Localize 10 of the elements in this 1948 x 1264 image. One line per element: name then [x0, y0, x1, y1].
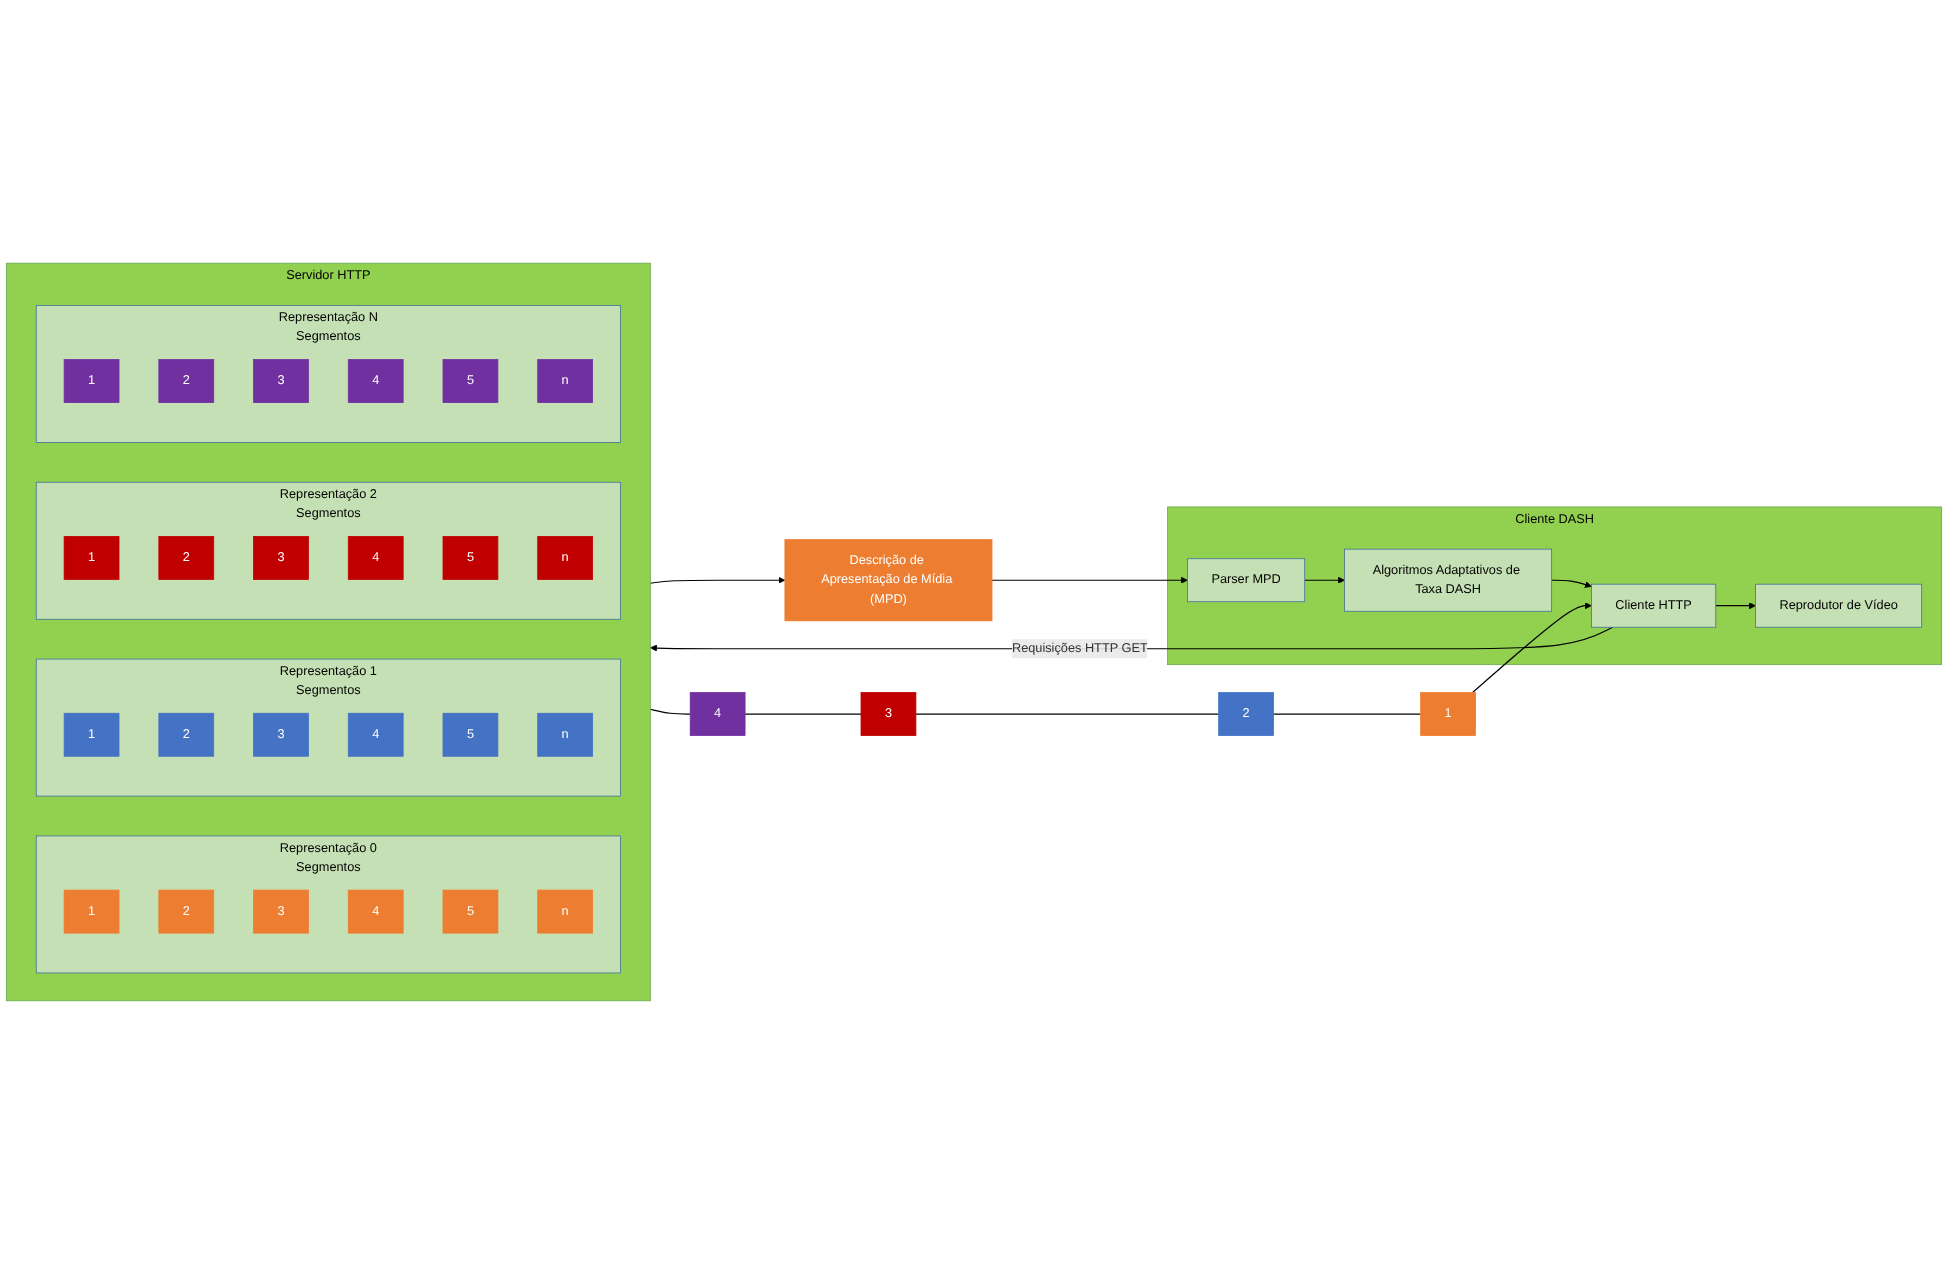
arrow [1551, 579, 1592, 588]
arrow [1715, 602, 1756, 610]
arrow [649, 576, 786, 584]
arrow [1304, 576, 1345, 584]
connector [744, 713, 862, 715]
connector [649, 708, 691, 715]
connector [915, 713, 1220, 715]
arrow [991, 576, 1188, 584]
arrow [1472, 602, 1592, 694]
connector [1272, 713, 1422, 715]
